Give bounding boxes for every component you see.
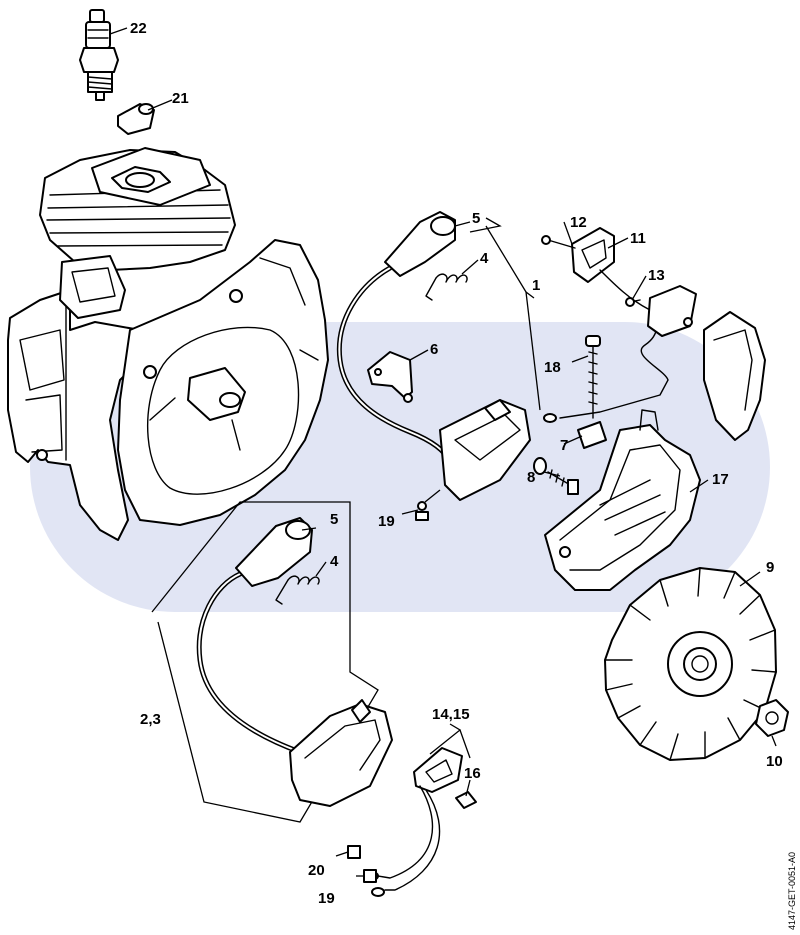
screw-16 — [455, 791, 477, 809]
callout-7: 7 — [560, 437, 568, 454]
bracket-6 — [367, 351, 413, 403]
spark-plug — [79, 9, 119, 101]
callout-11: 11 — [630, 230, 646, 247]
wire-connector-14-15 — [365, 747, 463, 897]
nut-7 — [577, 421, 607, 449]
callout-1: 1 — [532, 277, 540, 294]
callout-5-inset: 5 — [330, 511, 338, 528]
callout-16: 16 — [464, 765, 481, 782]
callout-22: 22 — [130, 20, 147, 37]
callout-2-3: 2,3 — [140, 711, 161, 728]
callout-10: 10 — [766, 753, 783, 770]
callout-19-top: 19 — [378, 513, 395, 530]
washer-8 — [533, 457, 547, 475]
spring-4-inset — [275, 575, 320, 605]
screw-19-bottom — [363, 869, 377, 883]
callout-12: 12 — [570, 214, 587, 231]
callout-9: 9 — [766, 559, 774, 576]
callout-4-top: 4 — [480, 250, 489, 267]
drawing-code: 4147-GET-0051-A0 — [787, 852, 797, 930]
callout-4-inset: 4 — [330, 553, 339, 570]
spark-plug-boot — [117, 103, 155, 135]
callout-18: 18 — [544, 359, 561, 376]
callout-13: 13 — [648, 267, 665, 284]
screw-20 — [347, 845, 361, 859]
engine-block — [7, 147, 329, 541]
nut-10 — [755, 699, 789, 737]
inset-frame — [151, 501, 379, 823]
spring-4-top — [425, 273, 468, 301]
callout-20: 20 — [308, 862, 325, 879]
short-circuit-wire — [541, 227, 697, 423]
callout-6: 6 — [430, 341, 438, 358]
callout-19-bottom: 19 — [318, 890, 335, 907]
callout-5-top: 5 — [472, 210, 480, 227]
callout-14-15: 14,15 — [432, 706, 470, 723]
leader-lines — [109, 27, 777, 877]
callout-8: 8 — [527, 469, 535, 486]
screw-18 — [585, 335, 601, 419]
flywheel-9 — [604, 567, 777, 761]
housing-17 — [544, 409, 701, 591]
cover-right — [703, 311, 766, 441]
callout-labels: 22 21 5 4 1 6 12 11 13 18 7 8 17 19 5 4 … — [130, 20, 783, 907]
ignition-module-1 — [336, 211, 531, 521]
ignition-module-2-3 — [196, 517, 393, 807]
callout-17: 17 — [712, 471, 729, 488]
callout-21: 21 — [172, 90, 189, 107]
